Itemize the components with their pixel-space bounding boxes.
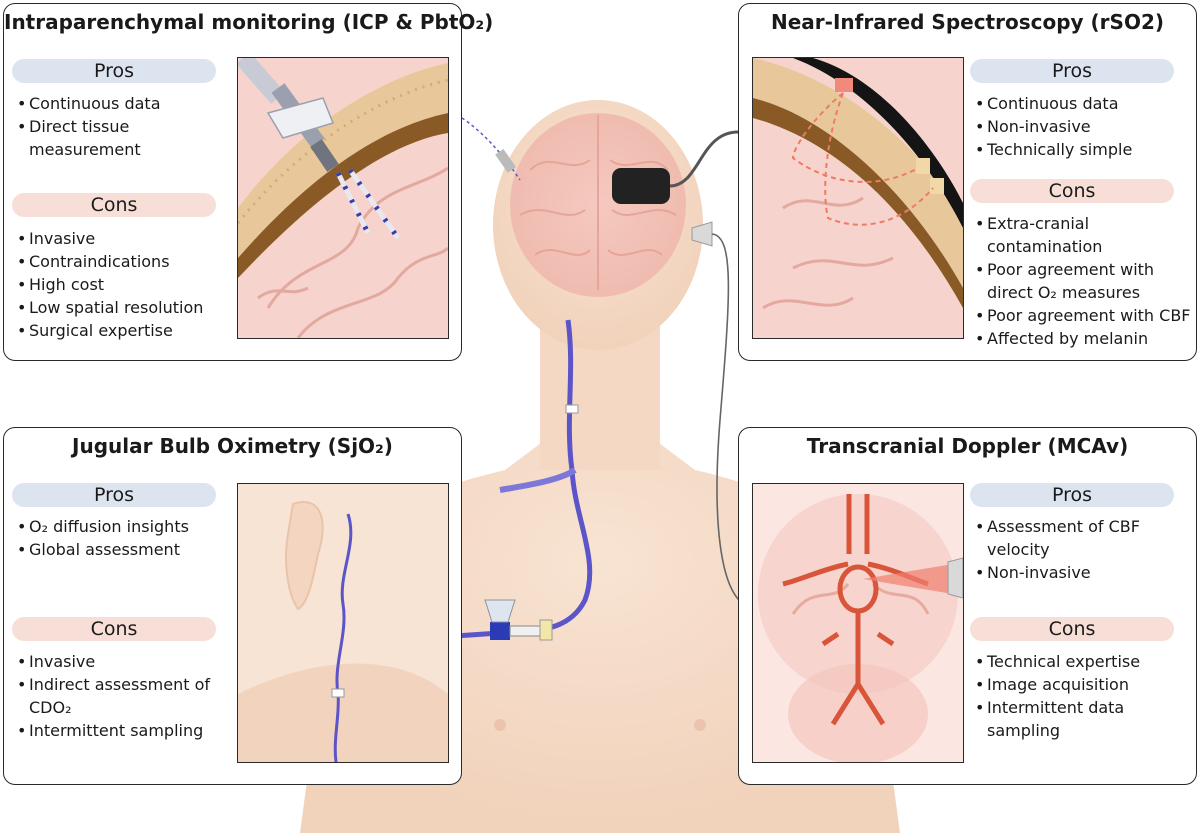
bolt-cross-section-illustration xyxy=(237,57,449,339)
list-item: Intermittent data sampling xyxy=(971,696,1191,742)
list-item: Affected by melanin xyxy=(971,327,1191,350)
tcd-vessels-illustration xyxy=(752,483,964,763)
list-item: Technically simple xyxy=(971,138,1191,161)
panel-nirs: Near-Infrared Spectroscopy (rSO2) Pros C… xyxy=(738,3,1197,361)
pros-list: O₂ diffusion insights Global assessment xyxy=(13,515,228,561)
cons-label: Cons xyxy=(12,193,216,217)
panel-title: Near-Infrared Spectroscopy (rSO2) xyxy=(771,10,1164,34)
list-item: High cost xyxy=(13,273,228,296)
list-item: Non-invasive xyxy=(971,115,1191,138)
cons-label: Cons xyxy=(970,617,1174,641)
panel-title: Jugular Bulb Oximetry (SjO₂) xyxy=(72,434,393,458)
list-item: Image acquisition xyxy=(971,673,1191,696)
pros-list: Continuous data Direct tissue measuremen… xyxy=(13,92,223,161)
list-item: O₂ diffusion insights xyxy=(13,515,228,538)
panel-intraparenchymal: Intraparenchymal monitoring (ICP & PbtO₂… xyxy=(3,3,494,361)
list-item: Continuous data xyxy=(971,92,1191,115)
cons-list: Invasive Contraindications High cost Low… xyxy=(13,227,228,342)
nirs-cross-section-illustration xyxy=(752,57,964,339)
cons-label: Cons xyxy=(12,617,216,641)
list-item: Poor agreement with CBF xyxy=(971,304,1191,327)
list-item: Invasive xyxy=(13,227,228,250)
list-item: Indirect assessment of CDO₂ xyxy=(13,673,228,719)
panel-title: Transcranial Doppler (MCAv) xyxy=(806,434,1129,458)
list-item: Assessment of CBF velocity xyxy=(971,515,1191,561)
pros-label: Pros xyxy=(12,59,216,83)
nirs-sensor xyxy=(612,168,670,204)
cons-label: Cons xyxy=(970,179,1174,203)
tcd-probe xyxy=(691,221,713,247)
list-item: Non-invasive xyxy=(971,561,1191,584)
pros-label: Pros xyxy=(970,483,1174,507)
cons-list: Invasive Indirect assessment of CDO₂ Int… xyxy=(13,650,228,742)
panel-jugular: Jugular Bulb Oximetry (SjO₂) Pros O₂ dif… xyxy=(3,427,462,785)
list-item: Poor agreement with direct O₂ measures xyxy=(971,258,1191,304)
list-item: Contraindications xyxy=(13,250,228,273)
list-item: Surgical expertise xyxy=(13,319,228,342)
list-item: Intermittent sampling xyxy=(13,719,228,742)
panel-tcd: Transcranial Doppler (MCAv) Pros Assessm… xyxy=(738,427,1197,785)
list-item: Direct tissue measurement xyxy=(13,115,223,161)
jugular-neck-illustration xyxy=(237,483,449,763)
pros-list: Assessment of CBF velocity Non-invasive xyxy=(971,515,1191,584)
pros-label: Pros xyxy=(970,59,1174,83)
pros-label: Pros xyxy=(12,483,216,507)
list-item: Extra-cranial contamination xyxy=(971,212,1191,258)
panel-title: Intraparenchymal monitoring (ICP & PbtO₂… xyxy=(4,10,494,34)
list-item: Invasive xyxy=(13,650,228,673)
pros-list: Continuous data Non-invasive Technically… xyxy=(971,92,1191,161)
list-item: Low spatial resolution xyxy=(13,296,228,319)
list-item: Global assessment xyxy=(13,538,228,561)
list-item: Technical expertise xyxy=(971,650,1191,673)
cons-list: Extra-cranial contamination Poor agreeme… xyxy=(971,212,1191,350)
cons-list: Technical expertise Image acquisition In… xyxy=(971,650,1191,742)
jugular-catheter xyxy=(454,319,593,639)
list-item: Continuous data xyxy=(13,92,223,115)
